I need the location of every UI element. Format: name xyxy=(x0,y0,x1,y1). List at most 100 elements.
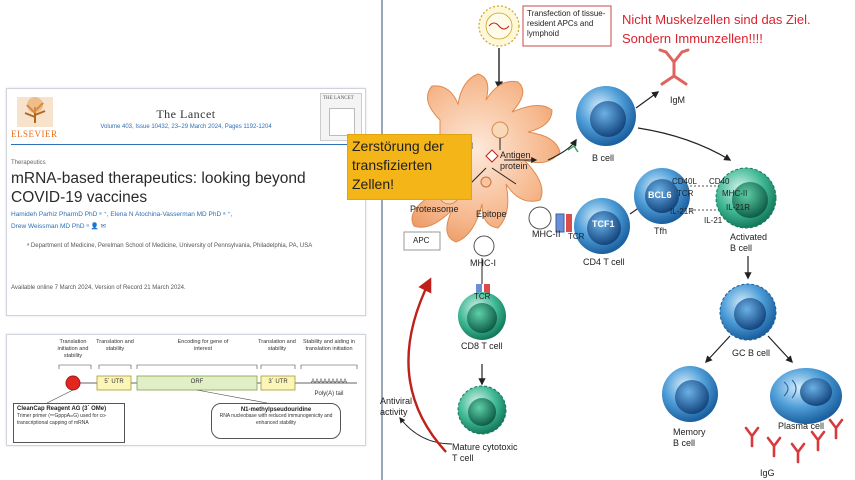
antigen-protein-icon xyxy=(485,149,499,163)
igg-label: IgG xyxy=(760,468,775,478)
il21r-label-right: IL-21R xyxy=(726,203,751,212)
section-label: Therapeutics xyxy=(11,160,46,166)
transfection-label: Transfection of tissue-resident APCs and… xyxy=(527,9,606,38)
transfection-label-box xyxy=(522,5,612,47)
cleancap-info-box: CleanCap Reagent AG (3´ OMe) Trimer prim… xyxy=(13,403,125,443)
cd4-t-cell-label: CD4 T cell xyxy=(583,257,625,267)
cleancap-description: Trimer primer (ᵐ⁷GpppAₘG) used for co-tr… xyxy=(17,413,107,426)
il21r-label-left: IL-21R xyxy=(670,207,695,216)
availability-note: Available online 7 March 2024, Version o… xyxy=(11,285,186,291)
journal-meta[interactable]: Volume 403, Issue 10432, 23–29 March 202… xyxy=(100,124,272,130)
tfh-label: Tfh xyxy=(654,226,668,236)
tfh-tcr-label: TCR xyxy=(677,189,694,198)
bcr-icon xyxy=(567,144,579,153)
memory-b-cell xyxy=(662,366,718,422)
antiviral-activity-label: Antiviral activity xyxy=(380,396,413,417)
left-panel: ELSEVIER The Lancet Volume 403, Issue 10… xyxy=(0,0,380,480)
red-destruction-arrow xyxy=(407,277,447,453)
proteasome-label: Proteasome xyxy=(410,204,459,214)
tfh-activated-b-interface xyxy=(690,185,718,211)
mhc-i-label: MHC-I xyxy=(470,258,496,268)
destruction-callout: Zerstörung der transfizierten Zellen! xyxy=(347,134,472,200)
label-polya-function: Stability and aiding in translation init… xyxy=(303,339,355,352)
cd40l-label: CD40L xyxy=(672,177,697,186)
panel-divider xyxy=(381,0,383,480)
gc-b-cell-label: GC B cell xyxy=(732,348,771,358)
apc-label: APC xyxy=(413,236,430,245)
epitope-icon xyxy=(480,176,492,188)
immune-response-diagram xyxy=(393,5,844,464)
cd4-t-cell xyxy=(574,198,630,254)
igm-label: IgM xyxy=(670,95,686,105)
mrna-structure-figure: Translation initiation and stability Tra… xyxy=(6,334,366,446)
cd8-tcr-label: TCR xyxy=(474,292,491,301)
endosome-icon xyxy=(491,121,509,139)
author-list[interactable]: Hamideh Parhiz PharmD PhD ᵃ ⁺, Elena N A… xyxy=(11,209,361,233)
mature-cytotoxic-t-cell-label: Mature cytotoxic T cell xyxy=(452,442,518,463)
cd8-t-cell xyxy=(458,292,506,340)
activated-mhc-ii-label: MHC-II xyxy=(722,189,748,198)
pseudouridine-title: N1-methylpseudouridine xyxy=(240,407,312,413)
tcr-receptor-icon xyxy=(555,213,572,233)
article-title: mRNA-based therapeutics: looking beyond … xyxy=(11,170,306,206)
mrna-construct-diagram xyxy=(46,364,358,404)
plasma-cell xyxy=(770,368,842,424)
igg-antibody-icons xyxy=(744,418,844,464)
red-annotation: Nicht Muskelzellen sind das Ziel. Sonder… xyxy=(622,10,854,48)
elsevier-wordmark: ELSEVIER xyxy=(11,129,58,139)
mhc-ii-vesicle-icon xyxy=(528,206,552,230)
cover-artwork xyxy=(329,108,355,136)
tcf1-label: TCF1 xyxy=(592,219,615,229)
arrow-antiviral xyxy=(399,417,453,445)
il21-label: IL-21 xyxy=(704,216,723,225)
arrow-bcell-to-igm xyxy=(635,91,660,109)
authors-line-2[interactable]: Drew Weissman MD PhD ᵃ 👤 ✉ xyxy=(11,223,106,230)
cd40-label: CD40 xyxy=(709,177,730,186)
affiliation: ᵃ Department of Medicine, Perelman Schoo… xyxy=(27,243,313,249)
arrow-gc-to-memory xyxy=(705,335,731,364)
mature-cytotoxic-t-cell xyxy=(457,385,507,435)
arrow-bcell-to-activated xyxy=(637,127,732,161)
label-3utr-function: Translation and stability xyxy=(258,339,296,352)
mhc-i-vesicle-icon xyxy=(473,235,495,257)
journal-title[interactable]: The Lancet xyxy=(156,107,216,121)
plasma-cell-label: Plasma cell xyxy=(778,421,825,431)
elsevier-tree-logo xyxy=(17,97,53,127)
b-cell xyxy=(576,86,636,146)
cover-caption: THE LANCET xyxy=(323,96,354,101)
pseudouridine-info-box: N1-methylpseudouridine RNA nucleobase wi… xyxy=(211,403,341,439)
label-orf-function: Encoding for gene of interest xyxy=(177,339,229,352)
memory-b-cell-label: Memory B cell xyxy=(673,427,706,448)
cleancap-title: CleanCap Reagent AG (3´ OMe) xyxy=(17,406,107,412)
lipid-nanoparticle-icon xyxy=(478,5,520,47)
activated-b-cell xyxy=(715,167,777,229)
article-header-card: ELSEVIER The Lancet Volume 403, Issue 10… xyxy=(6,88,366,316)
apc-label-box xyxy=(403,231,441,251)
polya-tail-label: Poly(A) tail xyxy=(314,391,344,397)
red-annotation-line-2: Sondern Immunzellen!!!! xyxy=(622,31,763,46)
arrow-antigen-to-bcell xyxy=(547,138,577,161)
pseudouridine-description: RNA nucleobase with reduced immunogenici… xyxy=(219,413,333,426)
label-5utr-function: Translation and stability xyxy=(96,339,134,352)
header-divider xyxy=(11,144,361,145)
cd8-t-cell-label: CD8 T cell xyxy=(461,341,503,351)
activated-b-cell-label: Activated B cell xyxy=(730,232,768,253)
arrow-gc-to-plasma xyxy=(767,335,793,364)
segment-polya: AAAAAAAAA xyxy=(310,379,348,385)
segment-orf: ORF xyxy=(190,379,204,385)
tcr-label: TCR xyxy=(568,232,585,241)
authors-line-1[interactable]: Hamideh Parhiz PharmD PhD ᵃ ⁺, Elena N A… xyxy=(11,211,233,218)
gc-b-cell xyxy=(719,283,777,341)
journal-cover-thumbnail[interactable]: THE LANCET xyxy=(320,93,362,141)
tfh-cell xyxy=(634,168,690,224)
bcl6-label: BCL6 xyxy=(648,190,672,200)
b-cell-label: B cell xyxy=(592,153,615,163)
antigen-protein-label: Antigen protein xyxy=(500,150,531,171)
cd8-tcr-icon xyxy=(476,284,490,294)
segment-3utr: 3´ UTR xyxy=(268,379,288,385)
segment-5utr: 5´ UTR xyxy=(104,379,124,385)
mhc-ii-label: MHC-II xyxy=(532,229,561,239)
label-cap-function: Translation initiation and stability xyxy=(57,339,89,359)
red-annotation-line-1: Nicht Muskelzellen sind das Ziel. xyxy=(622,12,811,27)
epitope-label: Epitope xyxy=(476,209,507,219)
